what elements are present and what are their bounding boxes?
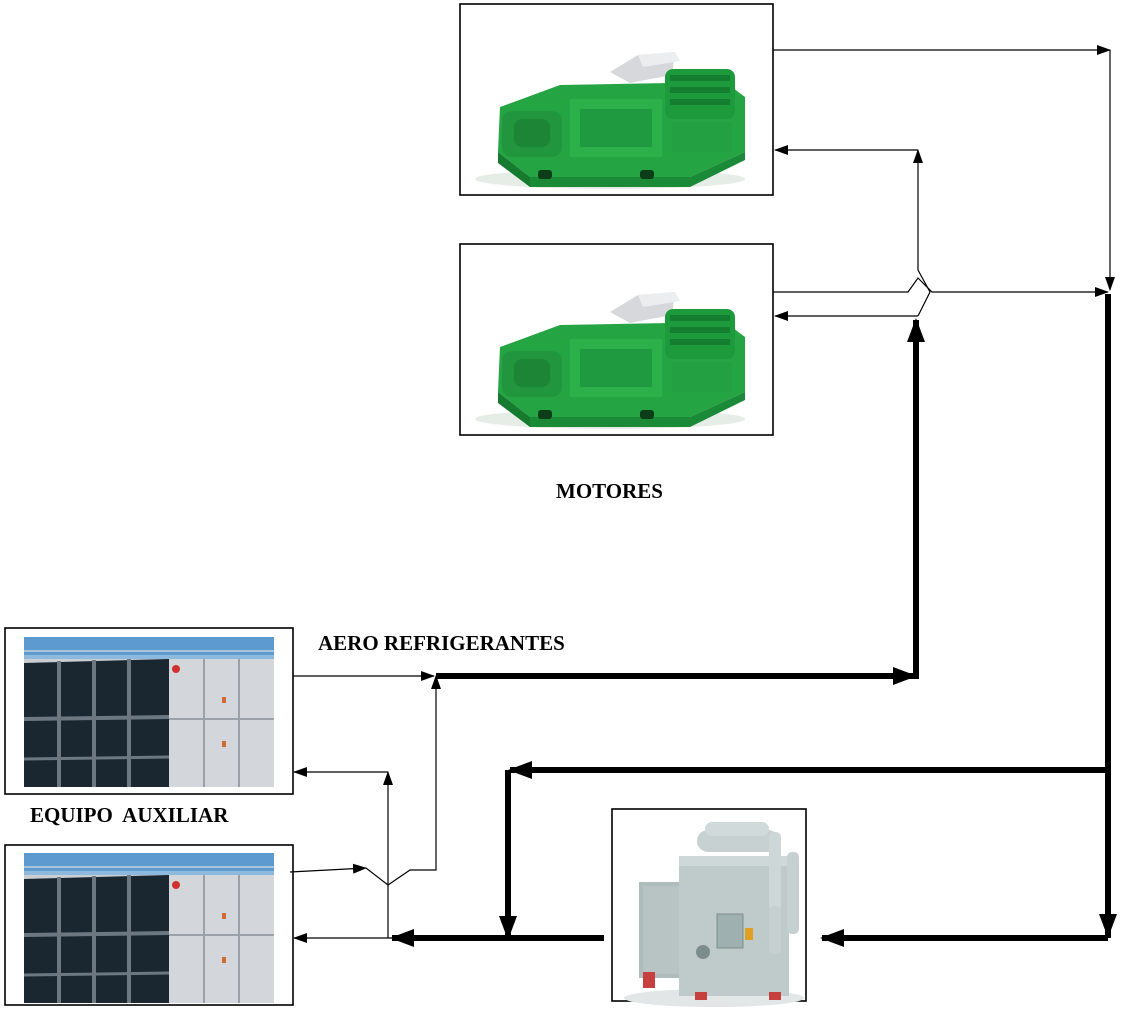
aero-refrigerantes-label: AERO REFRIGERANTES: [318, 631, 565, 655]
cooling-tower-icon: [24, 853, 274, 1003]
aero-refrigerante-1: [5, 628, 293, 794]
motores-label: MOTORES: [556, 479, 663, 503]
motor-1: [460, 4, 773, 195]
cooling-tower-icon: [24, 637, 274, 787]
motor-2: [460, 244, 773, 435]
aero-refrigerante-2: [5, 845, 293, 1005]
auxiliary-chiller: [612, 809, 806, 1007]
equipo-auxiliar-label: EQUIPO AUXILIAR: [30, 803, 229, 827]
